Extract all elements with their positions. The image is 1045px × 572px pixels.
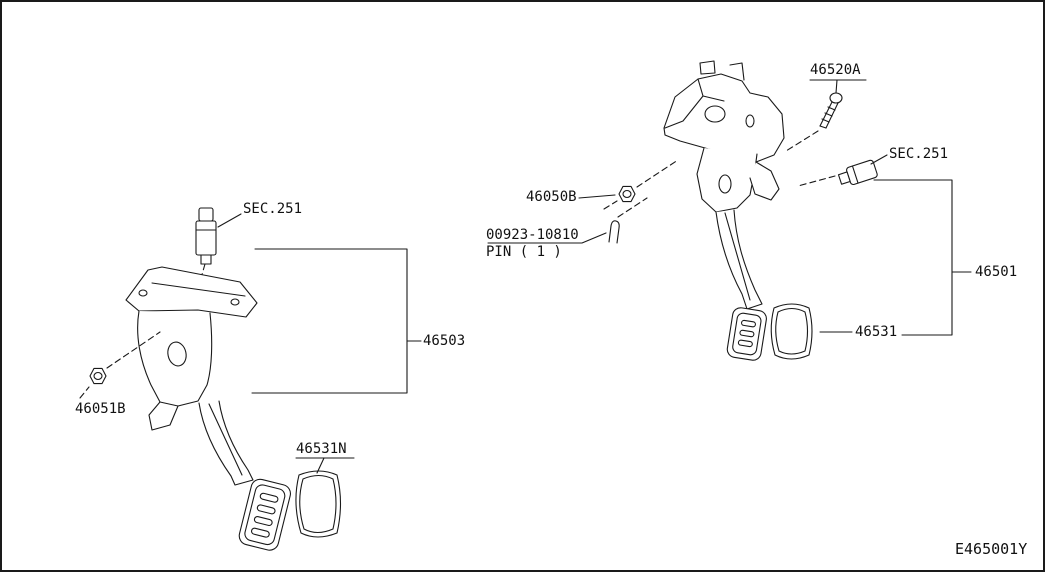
callout-pin-quantity: PIN ( 1 ) (486, 244, 562, 260)
bolt-46520a (785, 92, 843, 152)
callout-46050b[interactable]: 46050B (526, 189, 577, 205)
left-pedal-assembly-drawing (79, 207, 422, 551)
callout-46051b[interactable]: 46051B (75, 401, 126, 417)
callout-leader-lines-left (217, 213, 422, 474)
callout-leader-lines-right (487, 79, 972, 336)
right-pedal-assembly-drawing (487, 60, 972, 361)
callout-46531n[interactable]: 46531N (296, 441, 347, 457)
callout-46520a[interactable]: 46520A (810, 62, 861, 78)
switch-sec251-left (195, 207, 217, 286)
rubber-pad-46531n (295, 470, 342, 538)
nut-46051b (79, 331, 161, 399)
pedal-bracket-right (663, 60, 785, 213)
callout-sec251-right[interactable]: SEC.251 (889, 146, 949, 162)
rubber-pad-46531 (770, 303, 813, 360)
callout-00923-10810[interactable]: 00923-10810 (486, 227, 579, 243)
callout-46501[interactable]: 46501 (975, 264, 1018, 280)
pedal-arm-right (715, 209, 763, 310)
callout-46503[interactable]: 46503 (423, 333, 466, 349)
nut-46050b (603, 159, 679, 210)
pedal-arm-left (198, 400, 254, 486)
pedal-pad-left (238, 478, 291, 551)
pedal-pad-right (726, 307, 767, 361)
diagram-code: E465001Y (955, 540, 1028, 558)
pin-00923-10810 (608, 197, 648, 244)
callout-46531[interactable]: 46531 (855, 324, 898, 340)
switch-sec251-right (797, 159, 878, 187)
pedal-bracket-left (125, 266, 258, 431)
callout-sec251-left[interactable]: SEC.251 (243, 201, 303, 217)
